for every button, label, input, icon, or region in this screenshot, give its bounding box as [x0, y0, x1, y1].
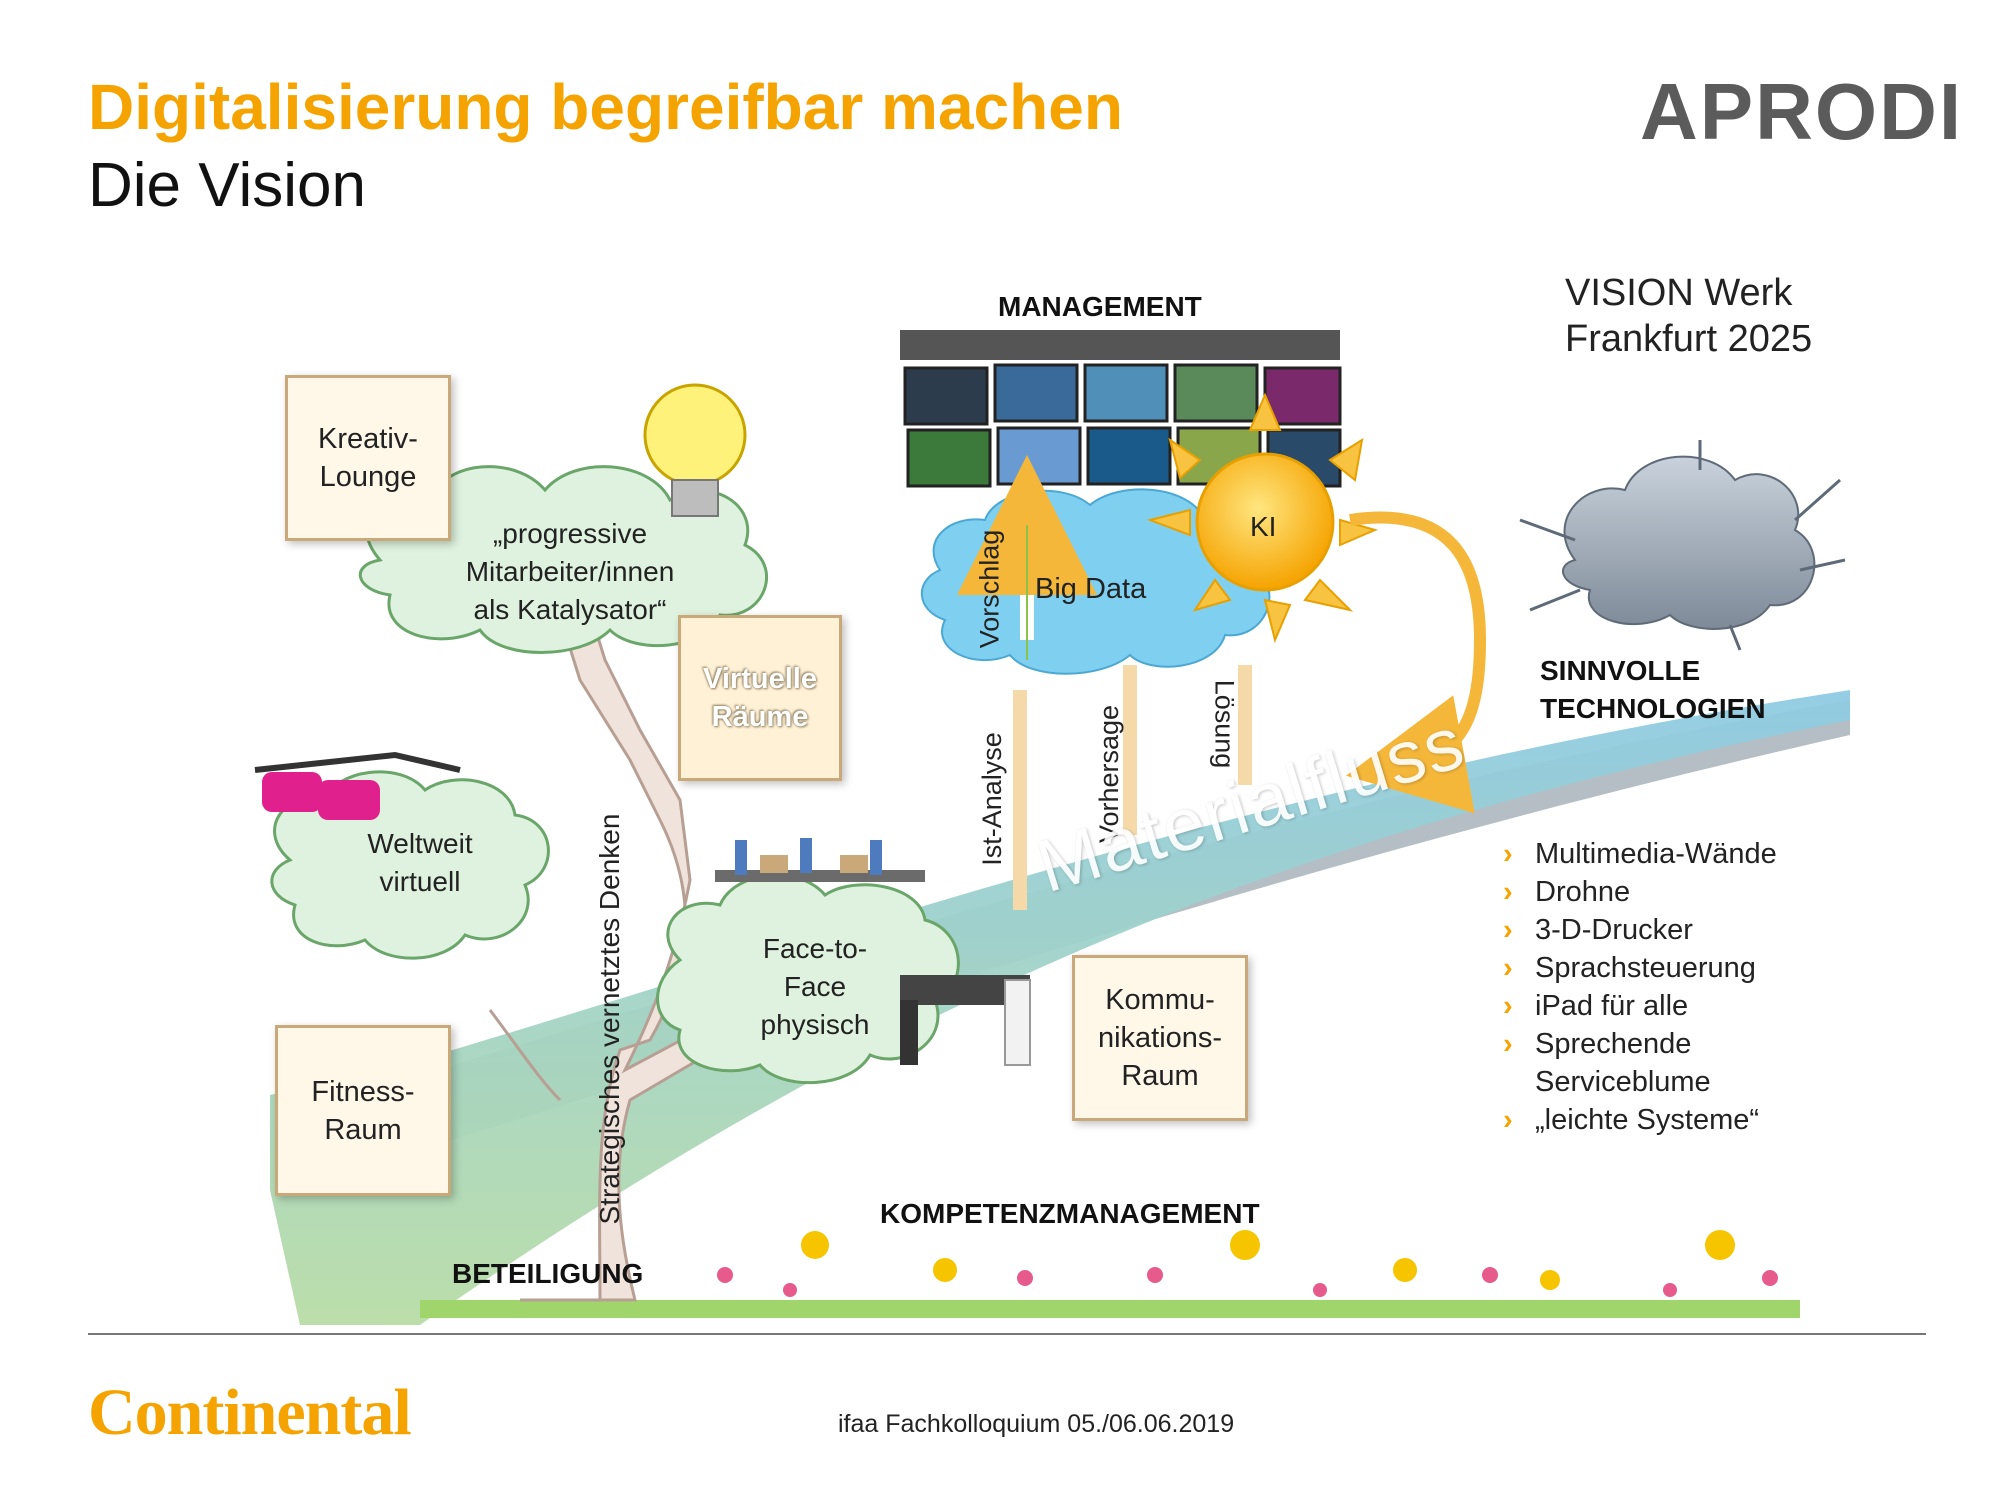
beteiligung-label: BETEILIGUNG — [452, 1258, 644, 1289]
chevron-right-icon: › — [1503, 1104, 1513, 1136]
room-kommunikations-raum: Kommu- nikations- Raum — [1072, 955, 1248, 1121]
chevron-right-icon: › — [1503, 914, 1513, 946]
room-fitness-line2: Raum — [324, 1113, 402, 1146]
slide-title: Digitalisierung begreifbar machen — [88, 71, 1123, 143]
light-bulb-icon — [643, 383, 747, 517]
vision-title-line2: Frankfurt 2025 — [1565, 318, 1813, 360]
sinnvolle-technologien-label: SINNVOLLE TECHNOLOGIEN — [1540, 652, 1766, 728]
list-item: ›3-D-Drucker — [1503, 911, 1777, 949]
workstation-desk-icon — [900, 975, 1031, 1066]
list-item: ›Multimedia-Wände — [1503, 835, 1777, 873]
room-kreativ-line2: Lounge — [319, 461, 417, 493]
cloud-face-text: Face-to- Face physisch — [735, 930, 895, 1044]
chevron-right-icon: › — [1503, 838, 1513, 870]
aprodi-logo: APRODI — [1640, 67, 1964, 156]
arrow-label-ist-analyse: Ist-Analyse — [976, 732, 1007, 866]
room-komm-line3: Raum — [1121, 1060, 1199, 1092]
list-item: Serviceblume — [1535, 1066, 1711, 1098]
flower-meadow — [420, 1230, 1800, 1318]
data-arrows — [957, 455, 1487, 910]
arrow-label-vorschlag: Vorschlag — [974, 529, 1005, 649]
vision-title: VISION Werk Frankfurt 2025 — [1565, 270, 1812, 362]
cloud-face-line2: Face — [783, 971, 847, 1002]
room-virtuelle-raeume: Virtuelle Räume — [678, 615, 842, 781]
room-virtuell-line2: Räume — [711, 701, 809, 733]
list-item: ›„leichte Systeme“ — [1503, 1101, 1777, 1139]
list-item: ›Sprachsteuerung — [1503, 949, 1777, 987]
continental-logo: Continental — [88, 1376, 412, 1449]
room-virtuell-line1: Virtuelle — [703, 663, 817, 695]
room-kreativ-lounge: Kreativ- Lounge — [285, 375, 451, 541]
list-item: ›Drohne — [1503, 873, 1777, 911]
slide-subtitle: Die Vision — [88, 151, 367, 220]
cloud-progressive-line1: „progressive — [492, 518, 648, 549]
room-fitness-line1: Fitness- — [311, 1075, 415, 1108]
chevron-right-icon: › — [1503, 876, 1513, 908]
list-item: ›iPad für alle — [1503, 987, 1777, 1025]
room-kreativ-line1: Kreativ- — [318, 423, 418, 455]
sinnvolle-line2: TECHNOLOGIEN — [1540, 693, 1766, 724]
management-label: MANAGEMENT — [998, 291, 1202, 322]
cloud-face-line1: Face-to- — [762, 933, 868, 964]
chevron-right-icon: › — [1503, 952, 1513, 984]
cloud-progressive-line3: als Katalysator“ — [473, 594, 667, 625]
technology-list: ›Multimedia-Wände ›Drohne ›3-D-Drucker ›… — [1503, 835, 1777, 1139]
footer-event: ifaa Fachkolloquium 05./06.06.2019 — [838, 1410, 1235, 1438]
tree-trunk-label: Strategisches vernetztes Denken — [594, 813, 625, 1225]
room-komm-line2: nikations- — [1097, 1022, 1223, 1054]
arrow-label-loesung: Lösung — [1209, 679, 1240, 769]
cloud-progressive-text: „progressive Mitarbeiter/innen als Katal… — [410, 515, 730, 629]
chevron-right-icon: › — [1503, 990, 1513, 1022]
cloud-face-line3: physisch — [760, 1009, 870, 1040]
tech-cloud-icon — [1519, 440, 1846, 651]
assembly-robots-icon — [715, 838, 925, 882]
sinnvolle-line1: SINNVOLLE — [1540, 655, 1701, 686]
cloud-weltweit-text: Weltweit virtuell — [340, 825, 500, 901]
cloud-weltweit-line2: virtuell — [379, 866, 461, 897]
room-fitness-raum: Fitness- Raum — [275, 1025, 451, 1196]
vision-title-line1: VISION Werk — [1565, 272, 1793, 314]
footer-divider — [88, 1333, 1926, 1335]
ki-label: KI — [1250, 511, 1277, 542]
cloud-progressive — [358, 465, 769, 654]
list-item: ›Sprechende — [1503, 1025, 1777, 1063]
cloud-weltweit-line1: Weltweit — [367, 828, 473, 859]
cloud-progressive-line2: Mitarbeiter/innen — [465, 556, 675, 587]
big-data-label: Big Data — [1035, 573, 1147, 605]
ki-sun-icon — [1146, 392, 1378, 644]
vr-glasses-icon — [254, 751, 461, 820]
room-komm-line1: Kommu- — [1105, 984, 1215, 1016]
chevron-right-icon: › — [1503, 1028, 1513, 1060]
kompetenzmanagement-label: KOMPETENZMANAGEMENT — [880, 1198, 1260, 1229]
